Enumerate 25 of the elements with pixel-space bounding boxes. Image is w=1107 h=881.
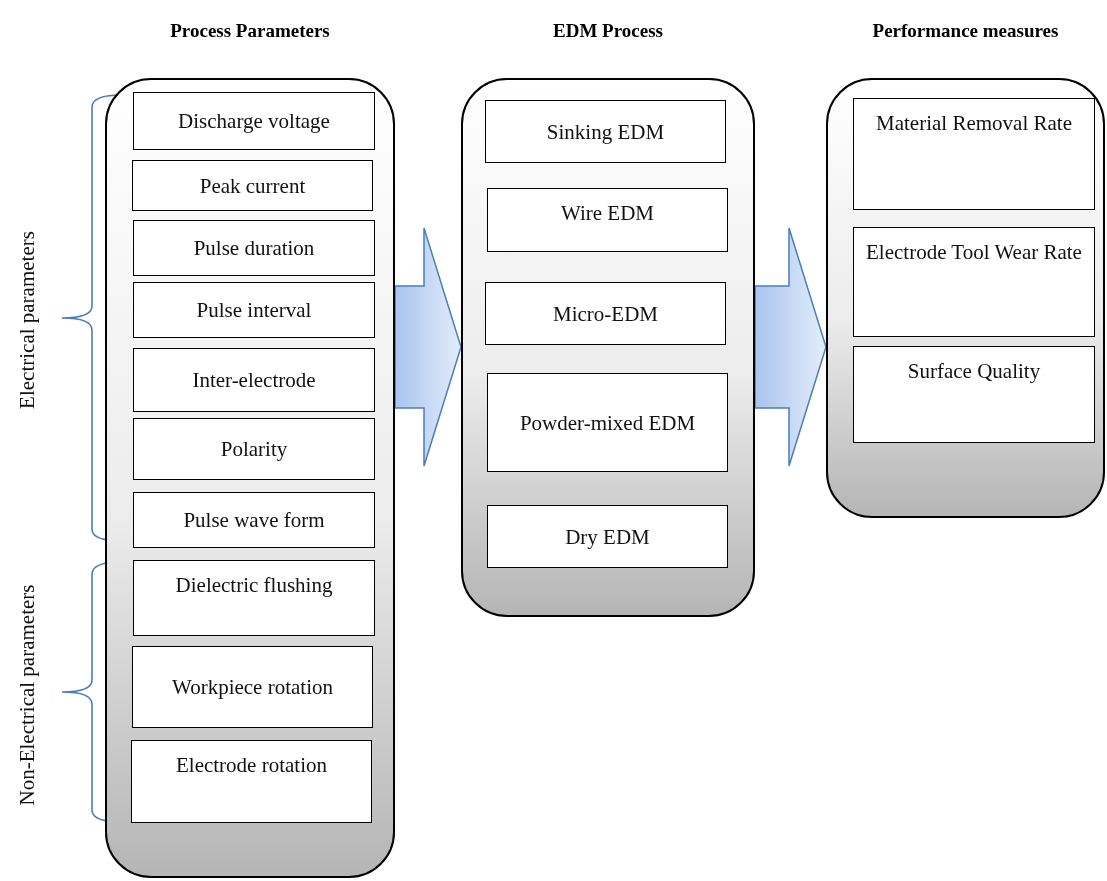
- parameter-box: Surface Quality: [853, 346, 1095, 443]
- group-label: Electrical parameters: [14, 231, 40, 409]
- parameter-box: Dry EDM: [487, 505, 728, 568]
- column-heading: EDM Process: [553, 19, 663, 43]
- parameter-box: Material Removal Rate: [853, 98, 1095, 210]
- column-heading: Performance measures: [872, 19, 1059, 43]
- parameter-box: Workpiece rotation: [132, 646, 373, 728]
- parameter-box: Discharge voltage: [133, 92, 375, 150]
- parameter-box: Sinking EDM: [485, 100, 726, 163]
- parameter-box: Polarity: [133, 418, 375, 480]
- parameter-box: Dielectric flushing: [133, 560, 375, 636]
- parameter-box: Micro-EDM: [485, 282, 726, 345]
- parameter-box: Inter-electrode: [133, 348, 375, 412]
- parameter-box: Pulse interval: [133, 282, 375, 338]
- column-heading: Process Parameters: [170, 19, 330, 43]
- parameter-box: Powder-mixed EDM: [487, 373, 728, 472]
- parameter-box: Pulse duration: [133, 220, 375, 276]
- block-arrow: [754, 227, 827, 467]
- parameter-box: Wire EDM: [487, 188, 728, 252]
- parameter-box: Electrode rotation: [131, 740, 372, 823]
- block-arrow: [394, 227, 462, 467]
- parameter-box: Electrode Tool Wear Rate: [853, 227, 1095, 337]
- parameter-box: Peak current: [132, 160, 373, 211]
- parameter-box: Pulse wave form: [133, 492, 375, 548]
- group-label: Non-Electrical parameters: [14, 584, 40, 806]
